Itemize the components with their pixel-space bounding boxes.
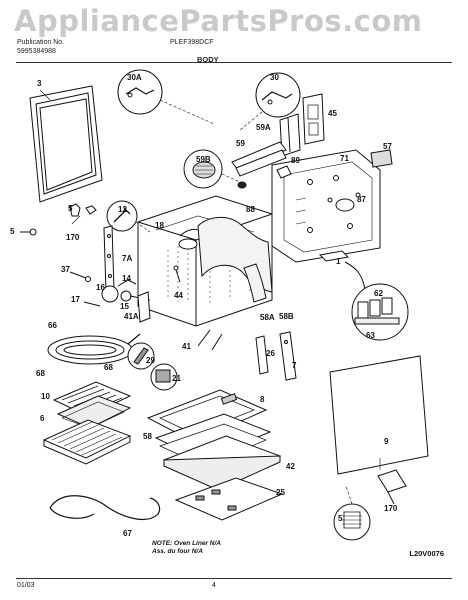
callout-59: 59 xyxy=(236,139,245,148)
back-panel-part-71 xyxy=(271,149,381,263)
duct-part-58a xyxy=(243,263,267,303)
callout-12: 12 xyxy=(118,205,127,214)
callout-5a: 5 xyxy=(68,204,73,213)
callout-3: 3 xyxy=(37,79,42,88)
callout-41a: 41A xyxy=(124,312,139,321)
screw-part-44 xyxy=(173,265,181,283)
bracket-part-7a xyxy=(103,225,115,293)
anti-tip-bracket-part-170 xyxy=(377,469,407,505)
callout-15: 15 xyxy=(120,302,129,311)
callout-59b: 59B xyxy=(196,155,211,164)
callout-14: 14 xyxy=(122,274,131,283)
channel-part-59a xyxy=(279,113,301,157)
watermark: AppliancePartsPros.com xyxy=(14,4,423,38)
callout-30: 30 xyxy=(270,73,279,82)
oven-rack-part-6 xyxy=(42,419,132,465)
callout-88: 88 xyxy=(246,205,255,214)
callout-62: 62 xyxy=(374,289,383,298)
callout-18: 18 xyxy=(155,221,164,230)
diagram-code: L20V0076 xyxy=(409,549,444,558)
hinge-part-26 xyxy=(255,335,269,375)
callout-1: 1 xyxy=(336,257,341,266)
inner-door-panel-part-42 xyxy=(162,435,282,491)
callout-89: 89 xyxy=(291,156,300,165)
publication-number: 5995384988 xyxy=(17,48,56,55)
leveling-leg-part-5 xyxy=(333,485,371,541)
callout-45: 45 xyxy=(328,109,337,118)
broil-element-part-67 xyxy=(49,495,161,520)
bake-element-part-66 xyxy=(47,333,141,365)
screw-part-5 xyxy=(20,228,37,236)
bracket-part-30 xyxy=(239,72,301,131)
channel-part-59 xyxy=(231,141,287,177)
page-number: 4 xyxy=(212,582,216,589)
callout-66: 66 xyxy=(48,321,57,330)
publication-label: Publication No. xyxy=(17,39,65,46)
screw-part-17 xyxy=(83,301,101,307)
callout-37: 37 xyxy=(61,265,70,274)
vent-part-59b xyxy=(183,149,223,189)
hinge-part-29 xyxy=(127,342,155,370)
callout-10: 10 xyxy=(41,392,50,401)
callout-7: 7 xyxy=(292,361,297,370)
bracket-part-41a xyxy=(137,291,151,323)
callout-170a: 170 xyxy=(66,233,80,242)
model-number: PLEF398DCF xyxy=(170,39,214,46)
door-gasket-part-25 xyxy=(174,477,284,521)
callout-5-right: 5 xyxy=(338,514,343,523)
hinge-receptacle-part-21 xyxy=(150,363,178,391)
callout-29: 29 xyxy=(146,356,155,365)
section-title: BODY xyxy=(197,55,219,64)
callout-7a: 7A xyxy=(122,254,133,263)
note-line-2: Ass. du four N/A xyxy=(152,548,203,555)
control-block-part-45 xyxy=(302,93,325,145)
callout-30a: 30A xyxy=(127,73,142,82)
callout-42: 42 xyxy=(286,462,295,471)
side-panel-part-9 xyxy=(329,355,429,475)
callout-71: 71 xyxy=(340,154,349,163)
note-line-1: NOTE: Oven Liner N/A xyxy=(152,540,221,547)
callout-41: 41 xyxy=(182,342,191,351)
hinge-part-7 xyxy=(279,331,297,381)
callout-58a: 58A xyxy=(260,313,275,322)
callout-17: 17 xyxy=(71,295,80,304)
callout-58: 58 xyxy=(143,432,152,441)
callout-16: 16 xyxy=(96,283,105,292)
callout-170b: 170 xyxy=(384,504,398,513)
callout-68a: 68 xyxy=(36,369,45,378)
plate-part-57 xyxy=(370,149,393,168)
callout-58b: 58B xyxy=(279,312,294,321)
callout-68b: 68 xyxy=(104,363,113,372)
callout-63: 63 xyxy=(366,331,375,340)
callout-87: 87 xyxy=(357,195,366,204)
callout-25: 25 xyxy=(276,488,285,497)
wire-brace-part-1 xyxy=(318,250,366,291)
callout-5: 5 xyxy=(10,227,15,236)
callout-6: 6 xyxy=(40,414,45,423)
callout-67: 67 xyxy=(123,529,132,538)
side-panel-part-3 xyxy=(29,85,103,203)
oven-liner-note: NOTE: Oven Liner N/A Ass. du four N/A xyxy=(152,540,221,556)
callout-57: 57 xyxy=(383,142,392,151)
bracket-part-89 xyxy=(276,165,292,179)
bracket-part-30a xyxy=(117,69,215,125)
header-rule xyxy=(16,62,452,63)
screw-part-37 xyxy=(69,271,91,282)
callout-21: 21 xyxy=(172,374,181,383)
callout-9: 9 xyxy=(384,437,389,446)
terminal-block-part-62 xyxy=(351,283,409,341)
callout-59a: 59A xyxy=(256,123,271,132)
callout-26: 26 xyxy=(266,349,275,358)
screw-part-41 xyxy=(197,329,223,351)
callout-8: 8 xyxy=(260,395,265,404)
valve-part-12 xyxy=(106,200,151,233)
callout-44: 44 xyxy=(174,291,183,300)
footer-rule xyxy=(16,578,452,579)
footer-date: 01/03 xyxy=(17,582,35,589)
screw-part-170a xyxy=(69,203,97,225)
